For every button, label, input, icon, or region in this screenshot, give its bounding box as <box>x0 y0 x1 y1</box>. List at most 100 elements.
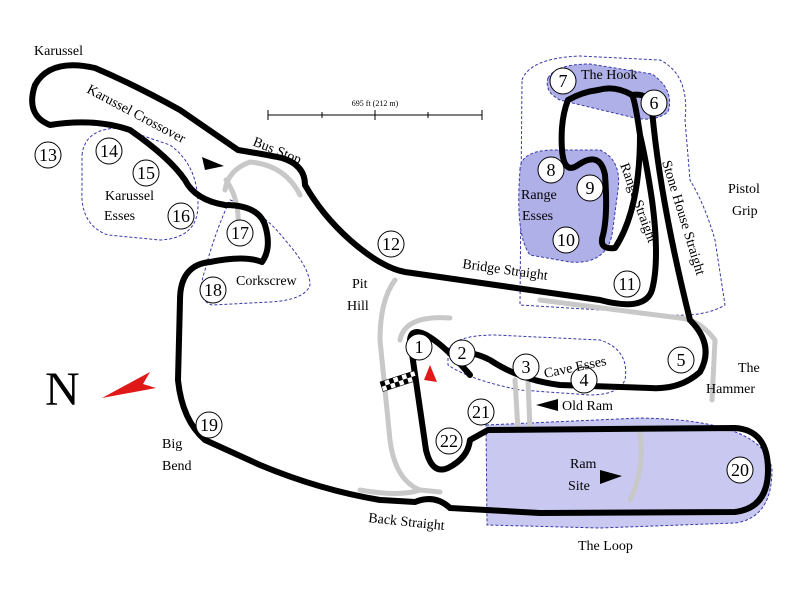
label-pistol-grip-1: Pistol <box>728 182 760 197</box>
turn-number-13: 13 <box>39 145 57 165</box>
turn-number-1: 1 <box>415 337 424 357</box>
turn-number-5: 5 <box>677 350 686 370</box>
turn-marker-18: 18 <box>199 276 227 304</box>
zone-the-hook <box>546 63 671 120</box>
turn-circle-18 <box>199 276 227 304</box>
turn-number-8: 8 <box>547 160 556 180</box>
turn-marker-16: 16 <box>167 202 195 230</box>
checkered-flag-icon <box>379 370 418 392</box>
old-ram-pointer-icon <box>536 399 558 411</box>
turn-marker-13: 13 <box>34 141 62 169</box>
label-back-straight: Back Straight <box>368 511 446 534</box>
turn-circle-6 <box>640 89 668 117</box>
turn-number-11: 11 <box>618 274 635 294</box>
label-karussel-esses-2: Esses <box>104 209 135 224</box>
turn-marker-8: 8 <box>537 156 565 184</box>
compass-arrow-icon <box>102 372 156 398</box>
turn-circle-21 <box>467 398 495 426</box>
scale-label: 695 ft (212 m) <box>352 99 399 108</box>
turn-circle-11 <box>613 270 641 298</box>
turn-number-12: 12 <box>382 234 400 254</box>
label-range-esses-1: Range <box>521 188 557 203</box>
turn-circle-15 <box>132 159 160 187</box>
turn-circle-8 <box>537 156 565 184</box>
turn-marker-6: 6 <box>640 89 668 117</box>
label-range-esses-2: Esses <box>522 209 553 224</box>
turn-circle-19 <box>195 411 223 439</box>
turn-circle-10 <box>552 226 580 254</box>
zone-cave-esses <box>447 334 627 396</box>
turn-marker-20: 20 <box>726 456 754 484</box>
turn-circle-1 <box>405 333 433 361</box>
turn-number-22: 22 <box>440 431 458 451</box>
label-the-loop: The Loop <box>578 539 633 554</box>
turn-marker-5: 5 <box>667 346 695 374</box>
turn-circle-3 <box>512 353 540 381</box>
turn-number-20: 20 <box>731 460 749 480</box>
road-back-pad <box>357 487 423 496</box>
road-ram-site <box>627 429 644 503</box>
turn-marker-17: 17 <box>226 219 254 247</box>
turn-number-6: 6 <box>650 93 659 113</box>
turn-circle-14 <box>95 137 123 165</box>
turn-number-15: 15 <box>137 163 155 183</box>
turn-number-18: 18 <box>204 280 222 300</box>
road-pit-lane <box>377 277 443 495</box>
road-old-ram-2 <box>525 377 533 433</box>
road-paddock <box>537 297 718 403</box>
zone-pistol-grip <box>519 55 726 316</box>
turn-marker-1: 1 <box>405 333 433 361</box>
label-pistol-grip-2: Grip <box>732 204 758 219</box>
turn-number-14: 14 <box>100 141 118 161</box>
turn-marker-22: 22 <box>435 427 463 455</box>
turn-circle-17 <box>226 219 254 247</box>
turn-number-10: 10 <box>557 230 575 250</box>
label-ram-site-1: Ram <box>570 457 597 472</box>
turn-marker-3: 3 <box>512 353 540 381</box>
turn-marker-15: 15 <box>132 159 160 187</box>
road-inner-pit <box>397 315 453 343</box>
bus-stop-pointer-icon <box>202 157 224 170</box>
road-bus-stop-bypass <box>222 159 303 198</box>
turn-marker-10: 10 <box>552 226 580 254</box>
turn-marker-2: 2 <box>448 339 476 367</box>
turn-circle-7 <box>549 67 577 95</box>
turn-circle-2 <box>448 339 476 367</box>
turn-number-4: 4 <box>580 370 589 390</box>
turn-number-16: 16 <box>172 206 190 226</box>
turn-marker-14: 14 <box>95 137 123 165</box>
turn-marker-19: 19 <box>195 411 223 439</box>
turn-circle-5 <box>667 346 695 374</box>
turn-marker-12: 12 <box>377 230 405 258</box>
label-karussel: Karussel <box>34 44 83 59</box>
turn-marker-11: 11 <box>613 270 641 298</box>
zone-karussel-esses <box>81 127 199 241</box>
label-corkscrew: Corkscrew <box>236 274 298 289</box>
turn-circle-13 <box>34 141 62 169</box>
turn-number-2: 2 <box>458 343 467 363</box>
turn-marker-4: 4 <box>570 366 598 394</box>
label-big-bend-2: Bend <box>162 459 192 474</box>
turn-number-21: 21 <box>472 402 490 422</box>
turn-number-17: 17 <box>231 223 249 243</box>
turn-circle-16 <box>167 202 195 230</box>
label-big-bend-1: Big <box>162 437 182 452</box>
label-the-hammer-1: The <box>738 361 760 376</box>
road-old-ram <box>512 377 521 433</box>
turn-marker-21: 21 <box>467 398 495 426</box>
ram-site-pointer-icon <box>600 470 622 484</box>
start-direction-arrow-icon <box>424 365 437 382</box>
turn-circle-20 <box>726 456 754 484</box>
compass-letter: N <box>45 363 80 416</box>
zone-the-loop <box>485 417 773 529</box>
turn-circle-12 <box>377 230 405 258</box>
turn-number-9: 9 <box>586 178 595 198</box>
label-karussel-esses-1: Karussel <box>105 189 154 204</box>
turn-number-19: 19 <box>200 415 218 435</box>
label-pit-hill-1: Pit <box>352 277 368 292</box>
track-outline <box>29 62 771 516</box>
turn-marker-9: 9 <box>576 174 604 202</box>
turn-number-3: 3 <box>522 357 531 377</box>
